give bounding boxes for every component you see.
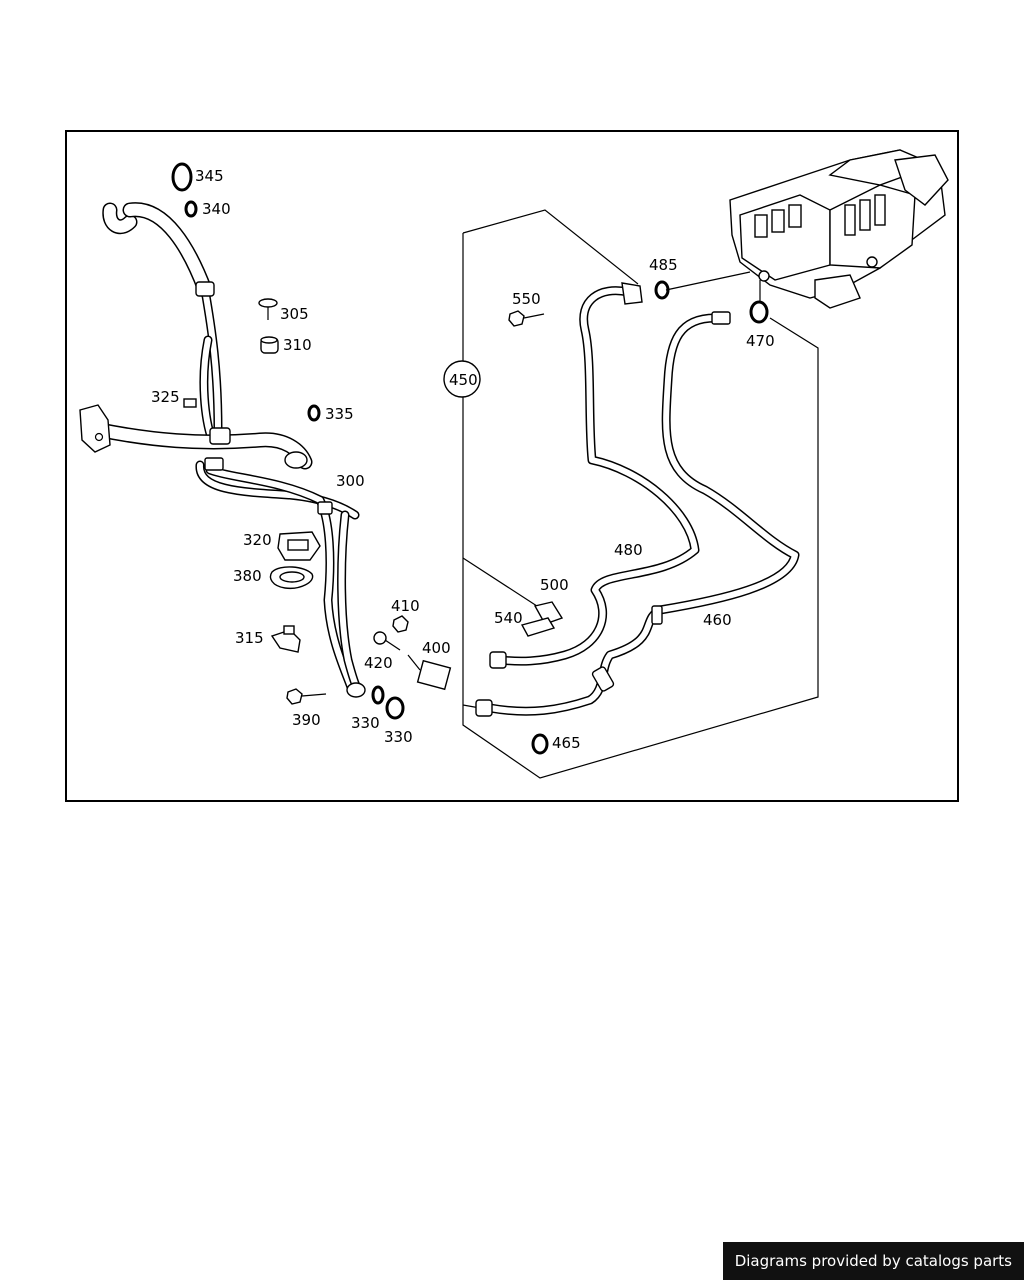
hvac-unit bbox=[729, 149, 949, 309]
small-parts-left bbox=[171, 162, 452, 720]
label-465: 465 bbox=[552, 734, 581, 752]
label-315: 315 bbox=[235, 629, 264, 647]
label-330-a: 330 bbox=[351, 714, 380, 732]
label-340: 340 bbox=[202, 200, 231, 218]
label-480: 480 bbox=[614, 541, 643, 559]
part-labels: 345 340 305 310 325 335 300 320 380 315 … bbox=[151, 167, 775, 752]
credit-footer: Diagrams provided by catalogs parts bbox=[722, 1242, 1024, 1280]
label-460: 460 bbox=[703, 611, 732, 629]
label-380: 380 bbox=[233, 567, 262, 585]
label-540: 540 bbox=[494, 609, 523, 627]
label-550: 550 bbox=[512, 290, 541, 308]
small-parts-right bbox=[508, 271, 769, 755]
label-450: 450 bbox=[449, 371, 478, 389]
ac-lines-480-460 bbox=[475, 282, 800, 717]
label-305: 305 bbox=[280, 305, 309, 323]
label-300: 300 bbox=[336, 472, 365, 490]
label-345: 345 bbox=[195, 167, 224, 185]
label-325: 325 bbox=[151, 388, 180, 406]
label-420: 420 bbox=[364, 654, 393, 672]
callout-450-circle bbox=[443, 360, 481, 398]
label-335: 335 bbox=[325, 405, 354, 423]
label-390: 390 bbox=[292, 711, 321, 729]
label-485: 485 bbox=[649, 256, 678, 274]
label-500: 500 bbox=[540, 576, 569, 594]
hose-assembly-300 bbox=[79, 202, 366, 698]
group-450-bracket bbox=[462, 209, 819, 779]
label-410: 410 bbox=[391, 597, 420, 615]
label-470: 470 bbox=[746, 332, 775, 350]
label-330-b: 330 bbox=[384, 728, 413, 746]
label-310: 310 bbox=[283, 336, 312, 354]
label-320: 320 bbox=[243, 531, 272, 549]
label-400: 400 bbox=[422, 639, 451, 657]
